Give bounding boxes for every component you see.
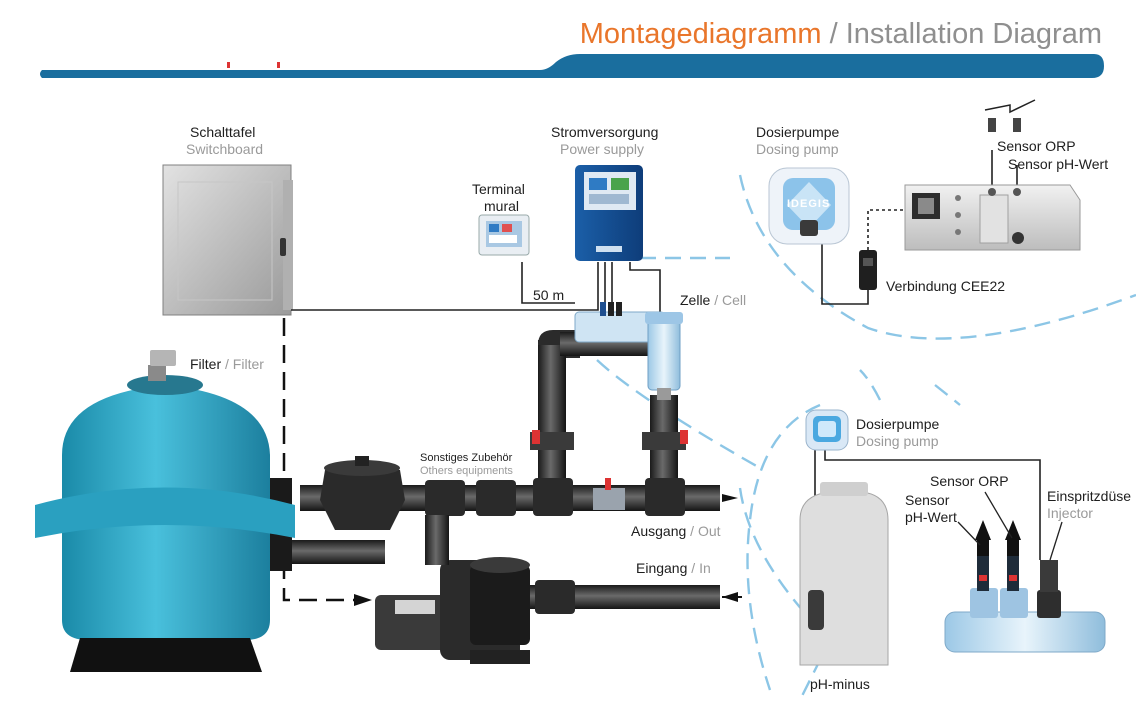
arrow-out <box>722 494 738 502</box>
filter-label-de: Filter <box>190 356 222 372</box>
injector-sublabel: Injector <box>1047 505 1093 521</box>
dosing-pump-label: Dosierpumpe <box>756 124 840 140</box>
title-german: Montagediagramm <box>579 18 822 50</box>
sensor-ph-label: Sensor pH-Wert <box>1008 156 1109 172</box>
cable-length-label: 50 m <box>533 287 565 303</box>
others-sublabel: Others equipments <box>420 465 513 477</box>
sensor-leader-lines <box>957 491 1063 561</box>
cell-label-sep: / <box>714 292 719 308</box>
dashed-wire-to-pump <box>282 318 360 602</box>
sensor-ph-2-label-1: Sensor <box>905 492 950 508</box>
cell-label-en: Cell <box>722 292 747 308</box>
wall-terminal <box>478 214 530 256</box>
switchboard-sublabel: Switchboard <box>186 141 264 157</box>
terminal-label-1: Terminal <box>472 181 525 197</box>
cee22-plug <box>859 250 877 290</box>
sensor-orp-label: Sensor ORP <box>997 138 1076 154</box>
header-band <box>40 54 1104 78</box>
others-label: Sonstiges Zubehör <box>420 452 513 464</box>
probe-cable-ends <box>984 99 1036 132</box>
connection-label: Verbindung CEE22 <box>886 278 1006 294</box>
in-label: Eingang / In <box>636 560 711 576</box>
ph-minus-tank <box>799 482 889 666</box>
power-supply-label: Stromversorgung <box>551 124 659 140</box>
out-label-sep: / <box>690 523 695 539</box>
terminal-label-2: mural <box>484 198 520 214</box>
dosing-pump-sublabel: Dosing pump <box>756 141 839 157</box>
peristaltic-dosing-pump <box>768 167 850 245</box>
filter-label-sep: / <box>225 356 229 372</box>
power-supply-unit <box>575 165 643 261</box>
sensor-manifold <box>944 520 1106 653</box>
pump-logo-text: IDEGIS <box>787 198 831 210</box>
cell-label-de: Zelle <box>680 292 711 308</box>
power-supply-sublabel: Power supply <box>560 141 645 157</box>
sensor-ph-2-label-2: pH-Wert <box>905 509 957 525</box>
electrolysis-cell <box>574 302 683 400</box>
sensor-orp-2-label: Sensor ORP <box>930 473 1009 489</box>
wiring <box>291 150 1041 600</box>
out-label-de: Ausgang <box>631 523 687 539</box>
in-label-sep: / <box>691 560 696 576</box>
out-label: Ausgang / Out <box>631 523 721 539</box>
arrow-to-pump <box>354 594 372 606</box>
switchboard-cabinet <box>162 164 293 316</box>
sand-filter <box>35 350 295 672</box>
filter-label-en: Filter <box>232 356 264 372</box>
control-module <box>904 184 1081 251</box>
dosing-pump-2-sublabel: Dosing pump <box>856 433 939 449</box>
cell-label: Zelle / Cell <box>680 292 746 308</box>
in-label-en: In <box>699 560 711 576</box>
switchboard-label: Schalttafel <box>190 124 256 140</box>
in-label-de: Eingang <box>636 560 688 576</box>
small-dosing-pump <box>805 409 849 451</box>
tank-label: pH-minus <box>810 676 870 692</box>
injector-label: Einspritzdüse <box>1047 488 1132 504</box>
filter-label: Filter / Filter <box>190 356 264 372</box>
title-separator: / <box>829 18 838 50</box>
circulation-pump <box>375 515 530 664</box>
out-label-en: Out <box>697 523 721 539</box>
title-english: Installation Diagram <box>845 18 1102 50</box>
dosing-pump-2-label: Dosierpumpe <box>856 416 940 432</box>
multiport-valve <box>320 456 405 530</box>
page-title: Montagediagramm / Installation Diagram <box>580 18 1102 51</box>
